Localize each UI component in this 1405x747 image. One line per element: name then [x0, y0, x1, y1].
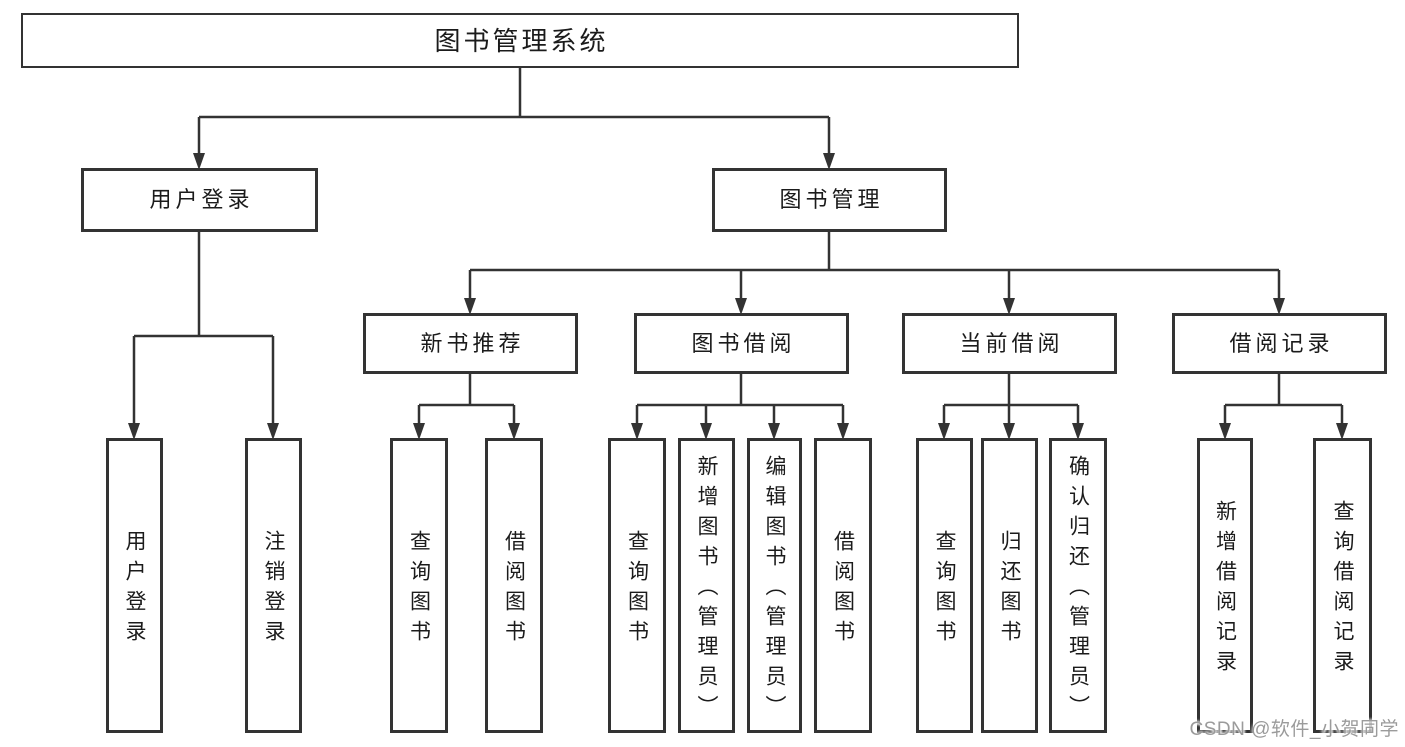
leaf-return-books: 归还图书	[981, 438, 1038, 733]
leaf-logout-label: 注销登录	[262, 530, 285, 650]
leaf-user-login: 用户登录	[106, 438, 163, 733]
arrowhead	[413, 423, 425, 440]
leaf-edit-books-admin: 编辑图书（管理员）	[747, 438, 802, 733]
arrowhead	[193, 153, 205, 170]
leaf-borrow-books-borrowing-label: 借阅图书	[831, 530, 855, 650]
arrowhead	[1003, 298, 1015, 315]
leaf-add-borrow-record: 新增借阅记录	[1197, 438, 1253, 733]
node-borrow-records: 借阅记录	[1172, 313, 1387, 374]
arrowhead	[631, 423, 643, 440]
node-user-login-label: 用户登录	[149, 187, 254, 212]
leaf-query-books-recommend-label: 查询图书	[407, 530, 431, 650]
leaf-borrow-books-recommend-label: 借阅图书	[502, 530, 526, 650]
arrowhead	[464, 298, 476, 315]
leaf-query-books-borrowing: 查询图书	[608, 438, 666, 733]
arrowhead	[735, 298, 747, 315]
arrowhead	[267, 423, 279, 440]
node-borrow-records-label: 借阅记录	[1229, 330, 1334, 356]
arrowhead	[128, 423, 140, 440]
leaf-query-books-current: 查询图书	[916, 438, 973, 733]
arrowhead	[1219, 423, 1231, 440]
connector-path	[132, 68, 1344, 424]
node-root: 图书管理系统	[21, 13, 1019, 68]
leaf-confirm-return-admin-label: 确认归还（管理员）	[1066, 455, 1090, 725]
arrowhead	[823, 153, 835, 170]
leaf-return-books-label: 归还图书	[998, 530, 1021, 650]
leaf-user-login-label: 用户登录	[123, 530, 146, 650]
node-current-borrowing-label: 当前借阅	[959, 330, 1064, 356]
leaf-confirm-return-admin: 确认归还（管理员）	[1049, 438, 1107, 733]
csdn-watermark: CSDN @软件_小贺同学	[1189, 719, 1399, 740]
leaf-add-books-admin-label: 新增图书（管理员）	[695, 455, 718, 725]
arrowhead	[1003, 423, 1015, 440]
leaf-borrow-books-borrowing: 借阅图书	[814, 438, 872, 733]
leaf-query-borrow-record: 查询借阅记录	[1313, 438, 1372, 733]
node-book-management-label: 图书管理	[779, 187, 884, 212]
leaf-query-books-recommend: 查询图书	[390, 438, 448, 733]
arrowhead	[768, 423, 780, 440]
node-current-borrowing: 当前借阅	[902, 313, 1117, 374]
arrowhead	[700, 423, 712, 440]
leaf-borrow-books-recommend: 借阅图书	[485, 438, 543, 733]
arrowhead	[1336, 423, 1348, 440]
node-new-book-recommend-label: 新书推荐	[420, 330, 525, 356]
node-book-borrowing-label: 图书借阅	[691, 330, 796, 356]
node-user-login: 用户登录	[81, 168, 318, 232]
leaf-logout: 注销登录	[245, 438, 302, 733]
node-book-management: 图书管理	[712, 168, 947, 232]
arrowhead	[1072, 423, 1084, 440]
leaf-edit-books-admin-label: 编辑图书（管理员）	[763, 455, 786, 725]
leaf-query-borrow-record-label: 查询借阅记录	[1331, 500, 1354, 680]
arrowhead	[837, 423, 849, 440]
leaf-add-borrow-record-label: 新增借阅记录	[1213, 500, 1237, 680]
node-root-label: 图书管理系统	[434, 25, 609, 56]
arrowhead	[938, 423, 950, 440]
arrowhead	[508, 423, 520, 440]
leaf-query-books-current-label: 查询图书	[933, 530, 956, 650]
leaf-add-books-admin: 新增图书（管理员）	[678, 438, 735, 733]
node-new-book-recommend: 新书推荐	[363, 313, 578, 374]
leaf-query-books-borrowing-label: 查询图书	[625, 530, 649, 650]
node-book-borrowing: 图书借阅	[634, 313, 849, 374]
arrowhead	[1273, 298, 1285, 315]
